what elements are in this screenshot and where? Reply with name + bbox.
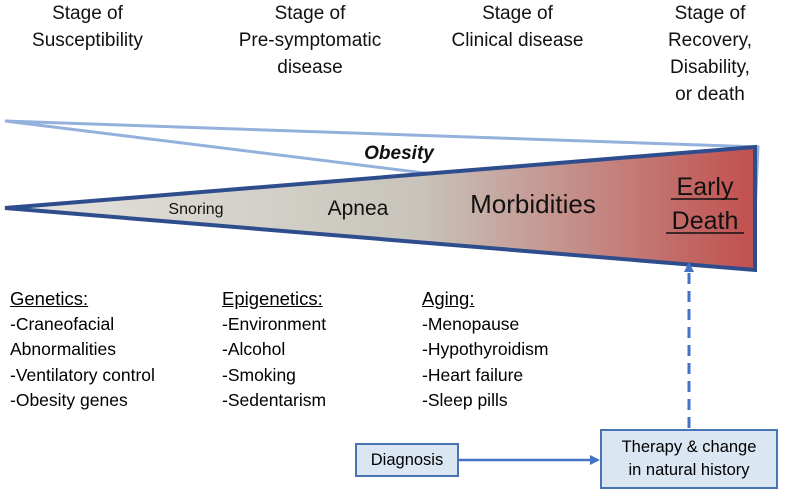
therapy-label-line1: Therapy & change: [621, 438, 757, 456]
snoring-label: Snoring: [168, 201, 223, 218]
genetics-list: Genetics: -Craneofacial Abnormalities -V…: [10, 286, 155, 414]
epigenetics-heading: Epigenetics:: [222, 288, 323, 309]
list-item: -Sleep pills: [422, 390, 508, 410]
stage-line: Stage of: [482, 3, 553, 24]
list-item: -Heart failure: [422, 364, 524, 385]
therapy-box: Therapy & change in natural history: [600, 429, 778, 489]
list-item: -Ventilatory control: [10, 364, 155, 385]
stage-clinical-disease: Stage of Clinical disease: [420, 0, 615, 54]
stage-line: Recovery,: [667, 30, 753, 51]
list-item: -Menopause: [422, 313, 520, 334]
stage-recovery: Stage of Recovery, Disability, or death: [635, 0, 785, 108]
stage-susceptibility: Stage of Susceptibility: [0, 0, 175, 54]
stage-line: Pre-symptomatic: [238, 30, 382, 51]
stage-line: Stage of: [674, 3, 746, 24]
aging-heading: Aging:: [422, 288, 475, 309]
diagnosis-box: Diagnosis: [355, 443, 459, 477]
morbidities-label: Morbidities: [470, 189, 596, 219]
stage-line: Stage of: [52, 3, 123, 24]
list-item: -Alcohol: [222, 339, 286, 359]
epigenetics-list: Epigenetics: -Environment -Alcohol -Smok…: [222, 286, 326, 414]
list-item: -Environment: [222, 313, 327, 334]
obesity-label: Obesity: [364, 143, 435, 164]
stage-line: Disability,: [670, 57, 750, 78]
disease-wedge: [4, 144, 757, 273]
list-item: -Craneofacial: [10, 313, 115, 334]
early-death-label-1: Early: [677, 173, 734, 201]
stage-presymptomatic: Stage of Pre-symptomatic disease: [205, 0, 415, 81]
genetics-heading: Genetics:: [10, 288, 89, 309]
list-item: -Smoking: [222, 364, 296, 385]
therapy-label-line2: in natural history: [628, 461, 750, 479]
list-item: -Sedentarism: [222, 390, 327, 410]
apnea-label: Apnea: [328, 197, 389, 220]
stage-line: Stage of: [274, 3, 346, 24]
stage-line: Susceptibility: [32, 30, 143, 51]
diagnosis-label: Diagnosis: [370, 450, 444, 469]
stage-line: disease: [277, 57, 343, 78]
stage-line: Clinical disease: [451, 30, 584, 51]
early-death-label-2: Death: [672, 207, 739, 235]
aging-list: Aging: -Menopause -Hypothyroidism -Heart…: [422, 286, 548, 414]
list-item: -Hypothyroidism: [422, 339, 549, 359]
list-item: Abnormalities: [10, 339, 117, 359]
stage-line: or death: [675, 84, 745, 105]
list-item: -Obesity genes: [10, 390, 128, 410]
